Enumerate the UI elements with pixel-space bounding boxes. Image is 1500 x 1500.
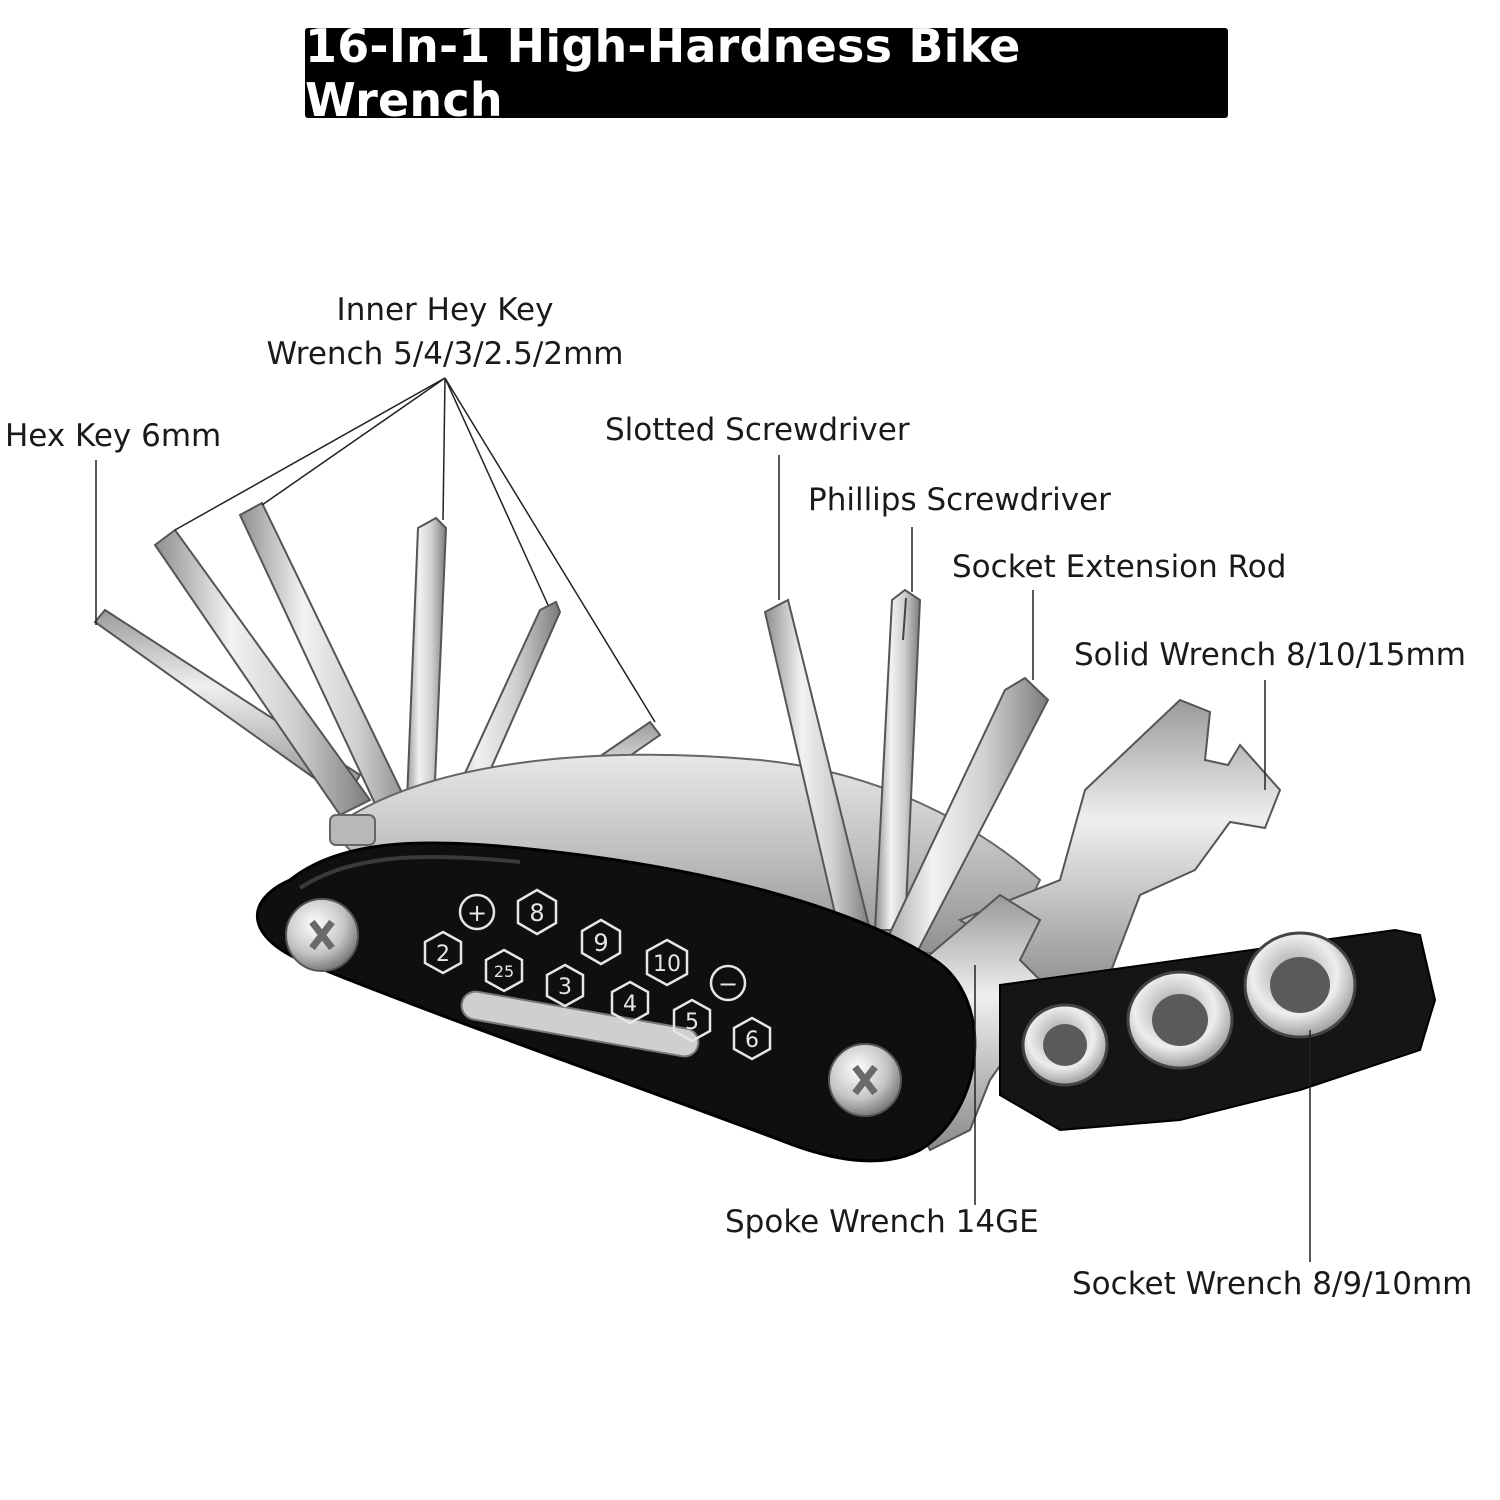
marking-25: 25 <box>484 948 524 993</box>
socket-10mm <box>1243 931 1357 1039</box>
marking-9: 9 <box>580 918 622 966</box>
marking-10: 10 <box>645 938 689 987</box>
tool-body <box>255 841 977 1163</box>
marking-5: 5 <box>672 998 712 1043</box>
marking-2: 2 <box>423 930 463 975</box>
socket-extension-rod <box>868 676 1050 987</box>
size-markings: + 8 9 10 − 2 25 3 <box>423 888 772 1061</box>
svg-text:3: 3 <box>558 975 572 1000</box>
svg-text:8: 8 <box>529 899 544 927</box>
label-inner-hex-key-line1: Inner Hey Key <box>336 292 554 328</box>
label-spoke-wrench: Spoke Wrench 14GE <box>725 1204 1039 1240</box>
pivot-bolt-right <box>828 1043 902 1117</box>
label-slotted-screwdriver: Slotted Screwdriver <box>605 412 910 448</box>
label-socket-extension-rod: Socket Extension Rod <box>952 549 1287 585</box>
label-phillips-screwdriver: Phillips Screwdriver <box>808 482 1111 518</box>
svg-text:+: + <box>467 899 487 927</box>
label-solid-wrench: Solid Wrench 8/10/15mm <box>1074 637 1466 673</box>
label-inner-hex-key-line2: Wrench 5/4/3/2.5/2mm <box>266 336 624 372</box>
label-hex-key-6mm: Hex Key 6mm <box>5 418 222 454</box>
svg-text:4: 4 <box>623 992 637 1017</box>
socket-8mm <box>1021 1003 1109 1087</box>
svg-text:10: 10 <box>653 952 681 977</box>
leader-inner-hex-c <box>442 377 446 521</box>
marking-8: 8 <box>516 888 558 936</box>
page-title: 16-In-1 High-Hardness Bike Wrench <box>305 19 1021 127</box>
title-banner: 16-In-1 High-Hardness Bike Wrench <box>305 19 1228 127</box>
leader-inner-hex-b <box>261 377 446 506</box>
leader-lines <box>95 377 1311 1262</box>
inner-hex-key-5mm <box>153 528 372 817</box>
svg-text:2: 2 <box>436 942 450 967</box>
phillips-screwdriver <box>873 588 922 931</box>
leader-inner-hex-e <box>444 377 656 723</box>
svg-text:−: − <box>718 970 738 998</box>
leader-inner-hex-d <box>444 377 549 606</box>
label-socket-wrench: Socket Wrench 8/9/10mm <box>1072 1266 1473 1302</box>
pivot-bolt-left <box>285 898 359 972</box>
hex-key-6mm <box>93 608 362 802</box>
leader-inner-hex-a <box>174 377 446 531</box>
socket-9mm <box>1126 970 1234 1070</box>
svg-text:9: 9 <box>593 929 608 957</box>
marking-plus: + <box>458 893 496 931</box>
svg-text:5: 5 <box>685 1010 699 1035</box>
svg-text:25: 25 <box>494 962 514 981</box>
svg-text:6: 6 <box>745 1028 759 1053</box>
marking-3: 3 <box>545 963 585 1008</box>
marking-6: 6 <box>732 1016 772 1061</box>
marking-minus: − <box>709 964 747 1002</box>
marking-4: 4 <box>610 980 650 1025</box>
